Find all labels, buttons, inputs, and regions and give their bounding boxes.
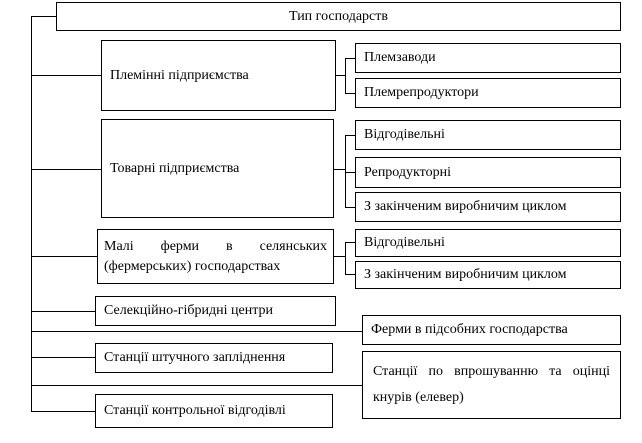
single-label: Селекційно-гібридні центри — [104, 303, 273, 318]
child-box: З закінченим виробничим циклом — [355, 192, 621, 222]
group-label: Товарні підприємства — [110, 160, 240, 176]
child-label: Племзаводи — [364, 50, 436, 65]
single-label: Станції штучного запліднення — [104, 350, 286, 365]
group-box-small-farms: Малі ферми в селянських (фермерських) го… — [97, 229, 334, 284]
child-box: Репродукторні — [355, 157, 621, 188]
root-label: Тип господарств — [288, 8, 388, 24]
single-label: Станції контрольної відгодівлі — [104, 403, 286, 418]
group-box-commercial: Товарні підприємства — [101, 119, 334, 218]
child-label: Відгодівельні — [364, 127, 445, 142]
single-box: Селекційно-гібридні центри — [95, 296, 336, 326]
child-box: З закінченим виробничим циклом — [355, 261, 621, 289]
group-label: Племінні підприємства — [110, 67, 249, 83]
group-box-breeding: Племінні підприємства — [101, 40, 336, 111]
child-label: З закінченим виробничим циклом — [364, 267, 567, 282]
single-box: Станції по впрошуванню та оцінці кнурів … — [362, 351, 621, 419]
child-box: Племрепродуктори — [355, 78, 621, 108]
single-label: Станції по впрошуванню та оцінці кнурів … — [373, 364, 610, 405]
single-box: Ферми в підсобних господарства — [362, 315, 621, 345]
group-label: Малі ферми в селянських (фермерських) го… — [104, 238, 327, 274]
single-label: Ферми в підсобних господарства — [371, 322, 568, 337]
child-label: З закінченим виробничим циклом — [364, 199, 567, 214]
child-box: Відгодівельні — [355, 120, 621, 150]
root-box: Тип господарств — [56, 2, 621, 31]
single-box: Станції контрольної відгодівлі — [95, 394, 333, 428]
child-label: Племрепродуктори — [364, 85, 479, 100]
single-box: Станції штучного запліднення — [95, 343, 333, 373]
child-label: Репродукторні — [364, 164, 451, 180]
child-label: Відгодівельні — [364, 235, 445, 250]
child-box: Відгодівельні — [355, 229, 621, 257]
child-box: Племзаводи — [355, 43, 621, 73]
